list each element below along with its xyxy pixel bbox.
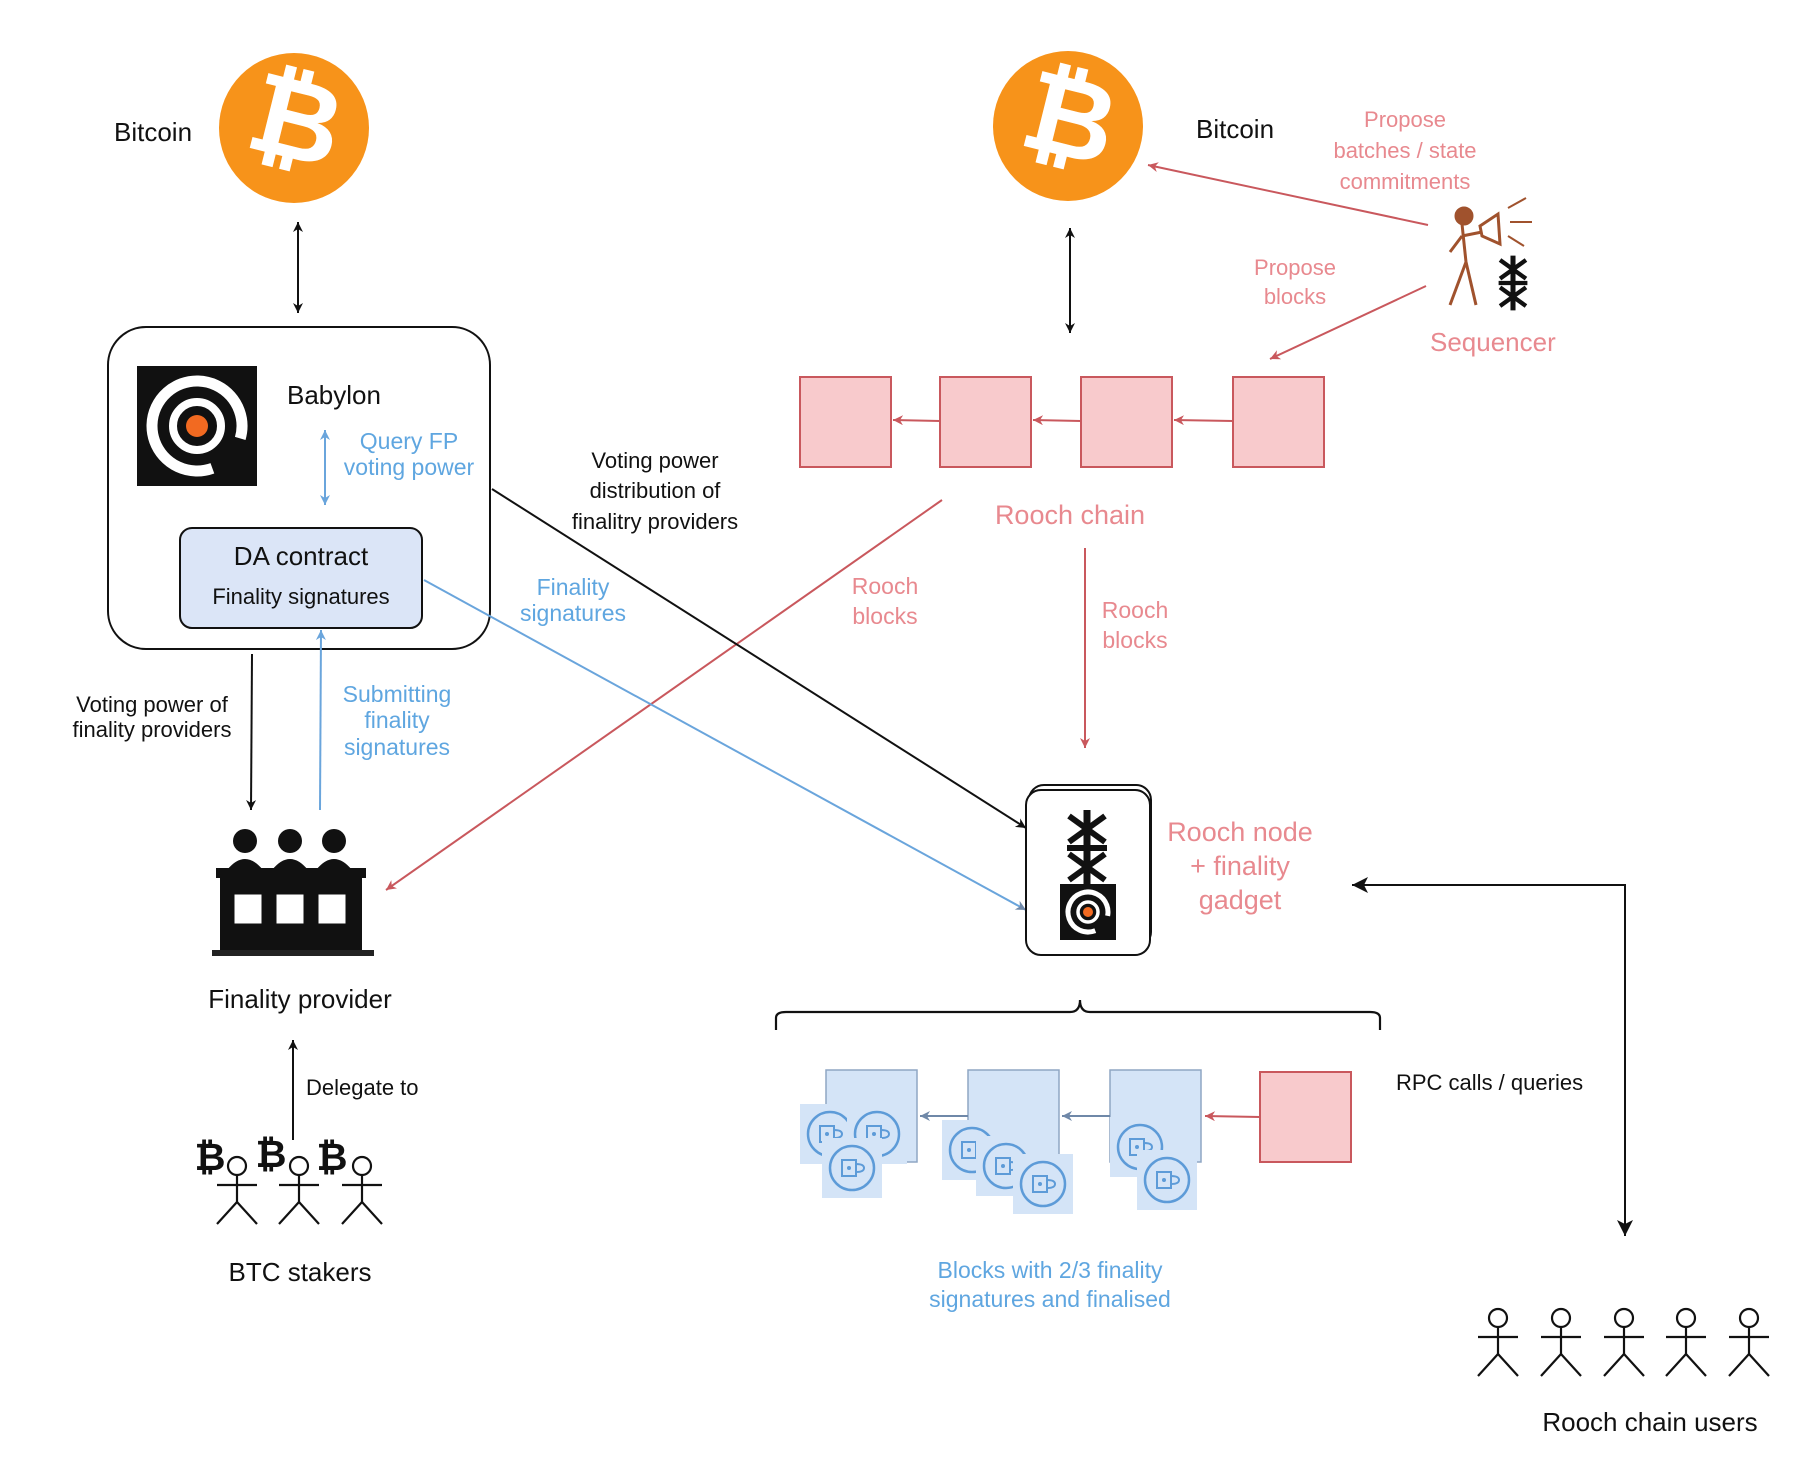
babylon-label: Babylon <box>287 380 381 410</box>
stick-figure-icon <box>1539 1307 1583 1378</box>
rooch-blocks-to-fp-arrow <box>385 499 943 891</box>
rooch-users-label: Rooch chain users <box>1542 1407 1758 1437</box>
rooch-logo-small <box>1499 256 1528 311</box>
finalised-brace <box>774 999 1382 1030</box>
padlock-seal-icon <box>1135 1148 1199 1212</box>
bitcoin-icon-left <box>219 46 369 203</box>
da-contract-subtitle: Finality signatures <box>212 584 390 609</box>
rooch-users-icons <box>1476 1307 1771 1378</box>
padlock-seal-icon <box>1011 1152 1075 1216</box>
judges-panel-icon <box>212 829 374 956</box>
rooch-chain-blocks <box>799 376 1325 468</box>
voting-power-distribution-arrow <box>491 488 1027 829</box>
babylon-logo <box>137 366 257 486</box>
finalised-blocks <box>798 1069 1352 1216</box>
rpc-label: RPC calls / queries <box>1396 1070 1584 1095</box>
rooch-node-card <box>1025 784 1152 956</box>
rpc-line <box>1352 884 1626 1233</box>
stick-figure-icon <box>340 1155 384 1226</box>
svg-text:₿: ₿ <box>195 1135 226 1179</box>
bitcoin-icon-right <box>993 44 1143 201</box>
rooch-chain-label: Rooch chain <box>994 500 1146 530</box>
propose-batches-arrow <box>1147 162 1429 226</box>
submitting-signatures-arrow <box>315 629 326 811</box>
sequencer-label: Sequencer <box>1430 327 1556 357</box>
rooch-logo <box>1067 810 1107 886</box>
stick-figure-icon <box>1727 1307 1771 1378</box>
bitcoin-label-right: Bitcoin <box>1196 114 1275 144</box>
btc-stakers-icons: ₿ ₿ ₿ <box>195 1132 384 1226</box>
da-contract-title: DA contract <box>233 541 369 571</box>
babylon-logo-small <box>1060 884 1116 940</box>
da-contract-box <box>179 527 423 629</box>
finality-provider-label: Finality provider <box>208 984 392 1014</box>
btc-stakers-label: BTC stakers <box>228 1257 372 1287</box>
delegate-to-label: Delegate to <box>306 1075 419 1100</box>
propose-blocks-arrow <box>1269 285 1427 360</box>
sequencer-icon <box>1448 197 1532 306</box>
voting-power-down-arrow <box>246 653 257 811</box>
svg-text:₿: ₿ <box>256 1132 287 1176</box>
stick-figure-icon <box>1664 1307 1708 1378</box>
bitcoin-label-left: Bitcoin <box>114 117 193 147</box>
stick-figure-icon <box>1476 1307 1520 1378</box>
padlock-seal-icon <box>820 1136 884 1200</box>
svg-text:₿: ₿ <box>317 1135 348 1179</box>
stick-figure-icon <box>1602 1307 1646 1378</box>
finality-signatures-arrow <box>423 579 1027 911</box>
